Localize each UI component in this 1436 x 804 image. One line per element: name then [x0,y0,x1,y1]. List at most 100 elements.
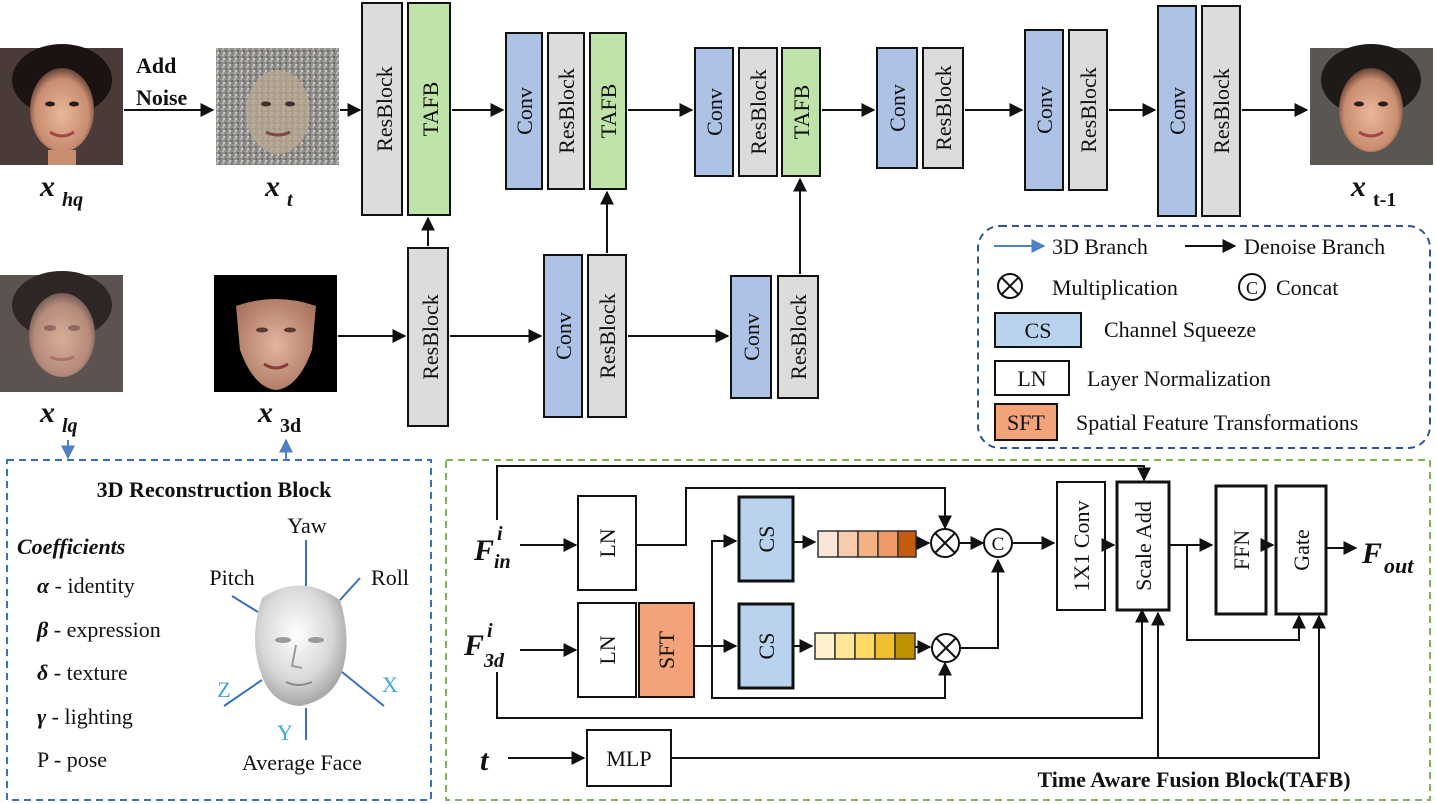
svg-text:Conv: Conv [551,312,576,360]
coeff-alpha: α - identity [37,573,135,598]
svg-text:F: F [1361,537,1382,570]
svg-text:i: i [487,620,493,642]
coeff-beta: β - expression [36,617,161,642]
svg-text:Conv: Conv [885,84,910,132]
resblock-bottom-3 [777,275,819,399]
tafb-top-1 [407,2,451,216]
gate [1274,484,1328,616]
svg-text:δ - texture: δ - texture [37,660,128,685]
ln-bottom [577,602,637,698]
conv-top-5 [1024,29,1064,191]
svg-text:F: F [463,629,484,662]
pitch-label: Pitch [209,565,254,590]
svg-text:F: F [473,534,494,567]
average-face-bust [255,585,347,706]
svg-text:hq: hq [62,189,83,211]
concat-node: C [983,528,1013,558]
f-out-label: F out [1361,537,1414,578]
svg-text:ResBlock: ResBlock [786,294,811,380]
3d-branch: ResBlock Conv ResBlock Conv ResBlock [338,177,819,427]
resblock-top-6 [1201,5,1241,217]
svg-text:FFN: FFN [1229,530,1254,570]
resblock-top-1 [361,2,403,216]
conv-bottom-2 [543,254,583,418]
legend-concat: Concat [1276,275,1338,300]
cs-top [737,495,795,583]
svg-text:x: x [1350,170,1366,203]
svg-text:α - identity: α - identity [37,573,135,598]
add-noise-label-1: Add [136,53,176,78]
svg-text:in: in [494,551,511,573]
svg-text:ResBlock: ResBlock [1209,68,1234,154]
average-face-label: Average Face [242,750,362,775]
multiplication-icon [997,273,1023,299]
svg-text:Gate: Gate [1289,529,1314,571]
legend-ln-box [994,360,1070,396]
z-label: Z [217,677,230,702]
svg-text:3d: 3d [483,650,505,672]
label-x-t-minus-1: x t-1 [1350,170,1396,211]
svg-text:x: x [257,396,273,429]
channel-weights-bottom [814,632,916,660]
svg-text:3d: 3d [280,415,301,437]
image-x-lq [0,271,123,392]
conv-top-3 [694,47,734,177]
svg-text:CS: CS [754,526,779,553]
svg-text:ResBlock: ResBlock [1076,67,1101,153]
svg-text:ResBlock: ResBlock [595,293,620,379]
svg-text:LN: LN [595,528,620,557]
z-axis [223,679,263,707]
tafb-top-3 [781,47,821,177]
legend-layer-normalization: Layer Normalization [1087,366,1271,391]
label-x-t: x t [264,170,294,211]
y-label: Y [277,720,293,745]
svg-text:Conv: Conv [1165,87,1190,135]
image-x-hq [0,44,123,165]
svg-text:Conv: Conv [512,87,537,135]
label-x-3d: x 3d [257,396,301,437]
coeff-gamma: γ - lighting [37,704,133,729]
legend-cs-box [994,312,1082,348]
svg-text:ResBlock: ResBlock [746,69,771,155]
legend: 3D Branch Denoise Branch Multiplication … [977,225,1431,449]
svg-text:lq: lq [62,415,78,437]
resblock-bottom-1 [407,247,449,427]
svg-text:LN: LN [1017,366,1046,391]
svg-text:t: t [287,189,294,211]
legend-multiplication: Multiplication [1052,275,1178,300]
label-x-hq: x hq [39,170,83,211]
add-noise-label-2: Noise [136,85,188,110]
svg-text:MLP: MLP [606,746,651,771]
conv-bottom-3 [730,275,772,399]
concat-icon: C [1238,273,1266,301]
scale-add [1115,480,1171,612]
resblock-top-2 [547,32,585,190]
svg-text:CS: CS [1025,318,1052,343]
svg-text:C: C [992,534,1005,555]
svg-text:SFT: SFT [1007,410,1045,435]
svg-text:CS: CS [754,633,779,660]
svg-text:ResBlock: ResBlock [372,66,397,152]
coeff-delta: δ - texture [37,660,128,685]
sft-block [638,602,695,698]
legend-3d-branch: 3D Branch [1052,234,1148,259]
channel-weights-top [817,530,917,558]
label-x-lq: x lq [39,396,78,437]
svg-text:SFT: SFT [654,630,679,668]
svg-text:out: out [1384,553,1414,578]
svg-text:LN: LN [595,635,620,664]
coefficients-title: Coefficients [17,534,125,559]
legend-sft-box [994,403,1058,441]
tafb-title: Time Aware Fusion Block(TAFB) [1037,767,1350,792]
svg-text:γ - lighting: γ - lighting [37,704,133,729]
svg-text:Conv: Conv [739,313,764,361]
conv-1x1 [1056,481,1106,611]
tafb-detail: F i in F i 3d t LN LN SFT CS CS [445,459,1431,801]
conv-top-6 [1157,5,1197,217]
svg-text:C: C [1246,278,1258,298]
resblock-top-4 [922,47,964,169]
tafb-top-2 [589,32,627,190]
resblock-bottom-2 [587,254,627,418]
svg-text:x: x [39,170,55,203]
